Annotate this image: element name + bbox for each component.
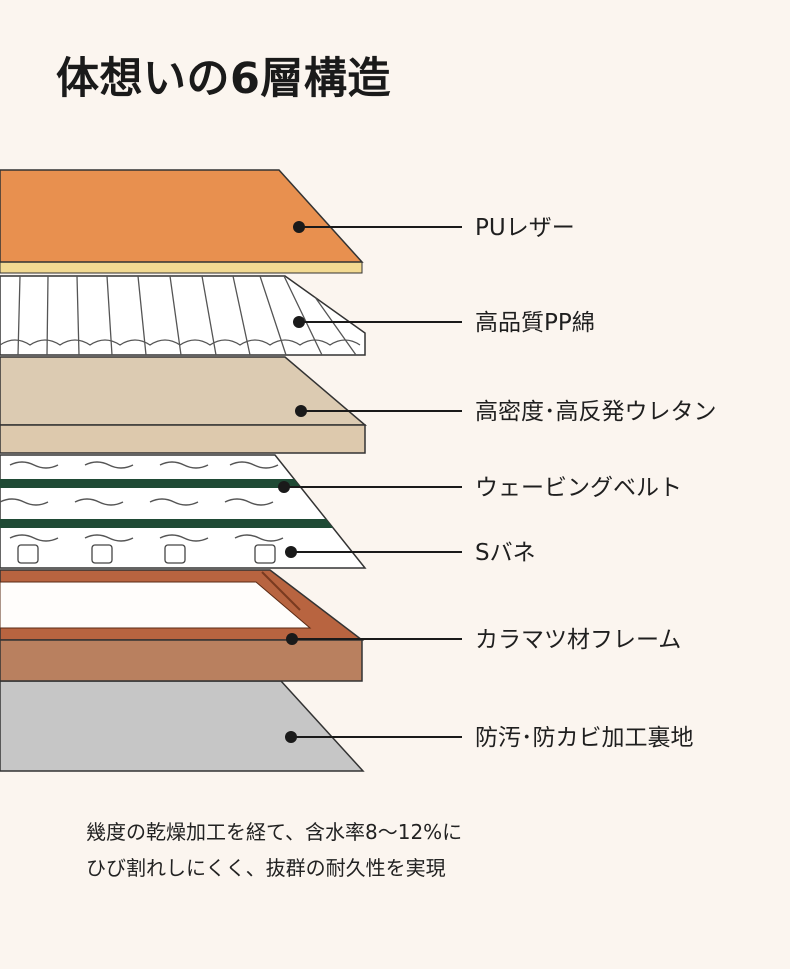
frame-inner-window (0, 581, 312, 629)
frame-groove (261, 571, 301, 611)
cotton-stripes (17, 276, 357, 355)
dot-urethane (295, 405, 307, 417)
s-spring-wires (0, 461, 284, 542)
dot-base-fabric (285, 731, 297, 743)
label-larch-frame: カラマツ材フレーム (475, 627, 681, 653)
layer-base-fabric (0, 680, 365, 772)
frame-front (0, 639, 363, 682)
dot-s-spring (285, 546, 297, 558)
pu-leather-top (0, 169, 364, 263)
layer-labels: PUレザー 高品質PP綿 高密度･高反発ウレタン ウェービングベルト Sバネ カ… (475, 215, 717, 751)
dot-webbing-belt (278, 481, 290, 493)
description-line-1: 幾度の乾燥加工を経て、含水率8～12%に (86, 820, 463, 844)
label-urethane: 高密度･高反発ウレタン (475, 399, 717, 425)
label-webbing-belt: ウェービングベルト (475, 475, 682, 501)
label-s-spring: Sバネ (475, 540, 536, 566)
description-text: 幾度の乾燥加工を経て、含水率8～12%に ひび割れしにくく、抜群の耐久性を実現 (86, 814, 686, 886)
layer-larch-frame (0, 569, 365, 682)
layer-webbing-spring (0, 454, 367, 569)
cotton-front-edge (0, 339, 361, 346)
dot-larch-frame (286, 633, 298, 645)
layer-pu-leather (0, 169, 364, 274)
dot-pu-leather (293, 221, 305, 233)
description-line-2: ひび割れしにくく、抜群の耐久性を実現 (86, 856, 446, 880)
urethane-top (0, 356, 368, 426)
label-pp-cotton: 高品質PP綿 (475, 310, 595, 336)
dot-pp-cotton (293, 316, 305, 328)
label-base-fabric: 防汚･防カビ加工裏地 (475, 725, 694, 751)
pu-leather-bottom-strip (0, 261, 363, 274)
s-spring-clips (17, 544, 276, 564)
webbing-belt-1 (0, 479, 365, 488)
layer-pp-cotton (0, 275, 366, 356)
page-title: 体想いの6層構造 (56, 54, 391, 104)
base-fabric-top (0, 680, 365, 772)
webbing-belt-2 (0, 519, 365, 528)
label-pu-leather: PUレザー (475, 215, 575, 241)
urethane-front (0, 424, 366, 454)
leader-lines (278, 221, 462, 743)
cotton-body (0, 275, 366, 356)
layer-urethane (0, 356, 368, 454)
